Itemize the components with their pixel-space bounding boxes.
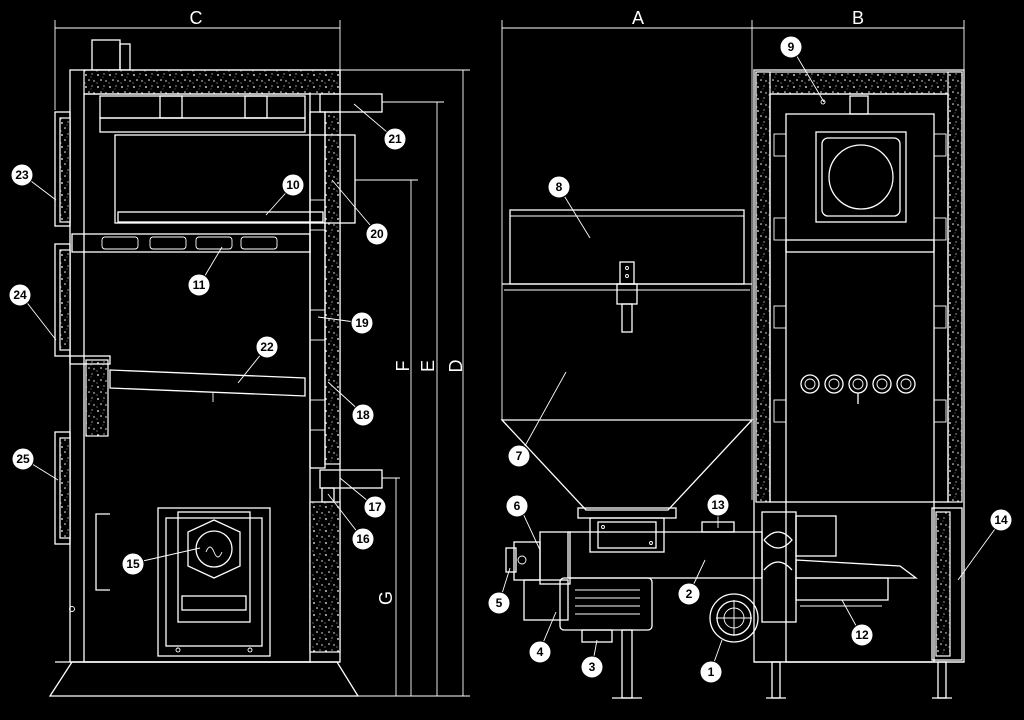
vertical-dimensions-left: D E F G [340, 69, 470, 697]
callout-16: 16 [351, 527, 375, 551]
middle-hopper-view: A [499, 8, 763, 699]
callout-10: 10 [281, 173, 305, 197]
svg-text:12: 12 [855, 628, 869, 642]
dimension-label-d: D [446, 360, 466, 373]
svg-text:3: 3 [589, 660, 596, 674]
callout-15: 15 [121, 552, 145, 576]
callout-3: 3 [580, 655, 604, 679]
callout-7: 7 [507, 444, 531, 468]
right-front-section-view: B [752, 8, 1001, 699]
svg-text:23: 23 [15, 168, 29, 182]
callout-22: 22 [255, 335, 279, 359]
callout-11: 11 [187, 273, 211, 297]
callout-14: 14 [989, 508, 1013, 532]
callout-4: 4 [528, 640, 552, 664]
svg-text:19: 19 [355, 316, 369, 330]
svg-text:10: 10 [286, 178, 300, 192]
callout-20: 20 [365, 222, 389, 246]
svg-text:15: 15 [126, 557, 140, 571]
dimension-a: A [501, 8, 753, 500]
svg-text:8: 8 [556, 180, 563, 194]
callout-18: 18 [351, 403, 375, 427]
callout-1: 1 [699, 660, 723, 684]
svg-text:25: 25 [16, 452, 30, 466]
svg-text:14: 14 [994, 513, 1008, 527]
svg-text:2: 2 [686, 587, 693, 601]
dimension-label-f: F [393, 361, 413, 372]
svg-text:24: 24 [13, 288, 27, 302]
callout-25: 25 [11, 447, 35, 471]
callout-12: 12 [850, 623, 874, 647]
svg-text:4: 4 [537, 645, 544, 659]
dimension-label-a: A [632, 8, 644, 28]
svg-text:9: 9 [788, 40, 795, 54]
callout-8: 8 [547, 175, 571, 199]
callout-2: 2 [677, 582, 701, 606]
left-side-section-view: C [20, 8, 470, 697]
svg-text:6: 6 [514, 499, 521, 513]
svg-text:20: 20 [370, 227, 384, 241]
svg-text:7: 7 [516, 449, 523, 463]
callout-9: 9 [779, 35, 803, 59]
dimension-b: B [752, 8, 965, 70]
callout-24: 24 [8, 283, 32, 307]
svg-text:21: 21 [388, 132, 402, 146]
svg-text:16: 16 [356, 532, 370, 546]
svg-text:11: 11 [193, 278, 206, 292]
svg-text:18: 18 [356, 408, 370, 422]
svg-text:22: 22 [260, 340, 274, 354]
callout-5: 5 [487, 591, 511, 615]
dimension-c: C [54, 8, 341, 110]
callout-19: 19 [350, 311, 374, 335]
svg-text:17: 17 [368, 500, 382, 514]
dimension-label-c: C [190, 8, 203, 28]
callout-23: 23 [10, 163, 34, 187]
callout-21: 21 [383, 127, 407, 151]
dimension-label-e: E [418, 360, 438, 372]
svg-text:1: 1 [708, 665, 715, 679]
dimension-label-g: G [376, 591, 396, 605]
callout-6: 6 [505, 494, 529, 518]
callout-17: 17 [363, 495, 387, 519]
callout-13: 13 [706, 493, 730, 517]
dimension-label-b: B [852, 8, 864, 28]
svg-text:13: 13 [711, 498, 725, 512]
svg-text:5: 5 [496, 596, 503, 610]
